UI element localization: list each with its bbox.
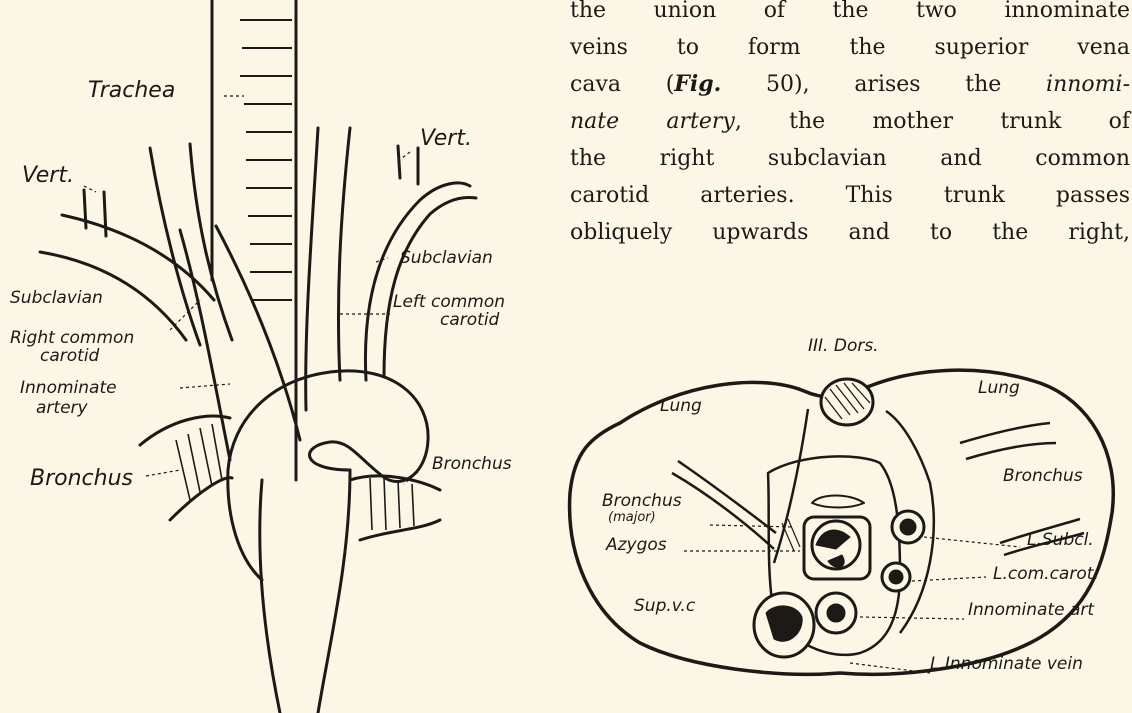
- label-vert-left: Vert.: [22, 165, 74, 187]
- label-trachea: Trachea: [88, 80, 175, 102]
- innominate-artery: [180, 230, 230, 460]
- label-lung-right: Lung: [978, 380, 1020, 397]
- label-vert-right: Vert.: [420, 128, 472, 150]
- label-right-common-carotid-2: carotid: [40, 348, 99, 365]
- label-left-common-carotid-2: carotid: [440, 312, 499, 329]
- aortic-arch: [228, 371, 428, 482]
- text-line-4: nate artery, the mother trunk of: [570, 103, 1130, 140]
- label-l-subcl: L.Subcl.: [1027, 532, 1094, 549]
- descending-aorta: [260, 480, 280, 713]
- label-bronchus-right-fig: Bronchus: [432, 456, 512, 473]
- label-sup-vc: Sup.v.c: [634, 598, 695, 615]
- text-line-5: the right subclavian and common: [570, 140, 1130, 177]
- text-line-7: obliquely upwards and to the right,: [570, 214, 1130, 251]
- label-left-common-carotid-1: Left common: [393, 294, 505, 311]
- left-subclavian: [365, 183, 470, 380]
- label-innominate-art: Innominate art: [968, 602, 1094, 619]
- label-lung-left: Lung: [660, 398, 702, 415]
- left-common-carotid: [306, 128, 318, 410]
- text-line-1: the union of the two innominate: [570, 0, 1130, 29]
- label-iii-dors: III. Dors.: [808, 338, 879, 355]
- label-bronchus-major-1: Bronchus: [602, 493, 682, 510]
- text-line-6: carotid arteries. This trunk passes: [570, 177, 1130, 214]
- label-bronchus-cross: Bronchus: [1003, 468, 1083, 485]
- text-line-3: cava (Fig. 50), arises the innomi-: [570, 66, 1130, 103]
- text-line-2: veins to form the superior vena: [570, 29, 1130, 66]
- label-bronchus-major-2: (major): [608, 511, 656, 524]
- label-l-com-carot: L.com.carot.: [993, 566, 1099, 583]
- label-innominate-artery-1: Innominate: [20, 380, 117, 397]
- label-bronchus-left-fig: Bronchus: [30, 468, 133, 490]
- label-subclavian-right-side: Subclavian: [10, 290, 103, 307]
- label-subclavian-left-side: Subclavian: [400, 250, 493, 267]
- label-l-innominate-vein: L.Innominate vein: [930, 656, 1083, 673]
- label-right-common-carotid-1: Right common: [10, 330, 134, 347]
- label-azygos: Azygos: [606, 537, 667, 554]
- label-innominate-artery-2: artery: [36, 400, 88, 417]
- body-text: the union of the two innominate veins to…: [570, 0, 1130, 251]
- right-bronchus: [140, 416, 230, 445]
